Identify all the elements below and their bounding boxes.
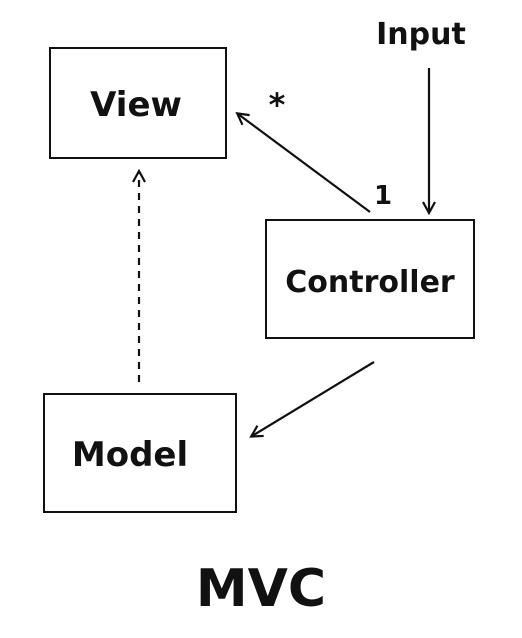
model-label: Model: [72, 435, 188, 475]
model-node: Model: [43, 393, 237, 513]
diagram-caption: MVC: [196, 559, 326, 619]
view-node: View: [49, 47, 227, 159]
model-box: [43, 393, 237, 513]
multiplicity-one-label: 1: [374, 181, 392, 211]
controller-to-view-arrow: [238, 114, 371, 213]
controller-node: Controller: [265, 219, 475, 339]
controller-box: [265, 219, 475, 339]
view-label: View: [90, 85, 182, 125]
controller-to-model-arrow: [252, 361, 375, 436]
view-box: [49, 47, 227, 159]
multiplicity-many-label: *: [269, 86, 286, 124]
controller-label: Controller: [285, 265, 455, 300]
input-label: Input: [376, 17, 466, 52]
